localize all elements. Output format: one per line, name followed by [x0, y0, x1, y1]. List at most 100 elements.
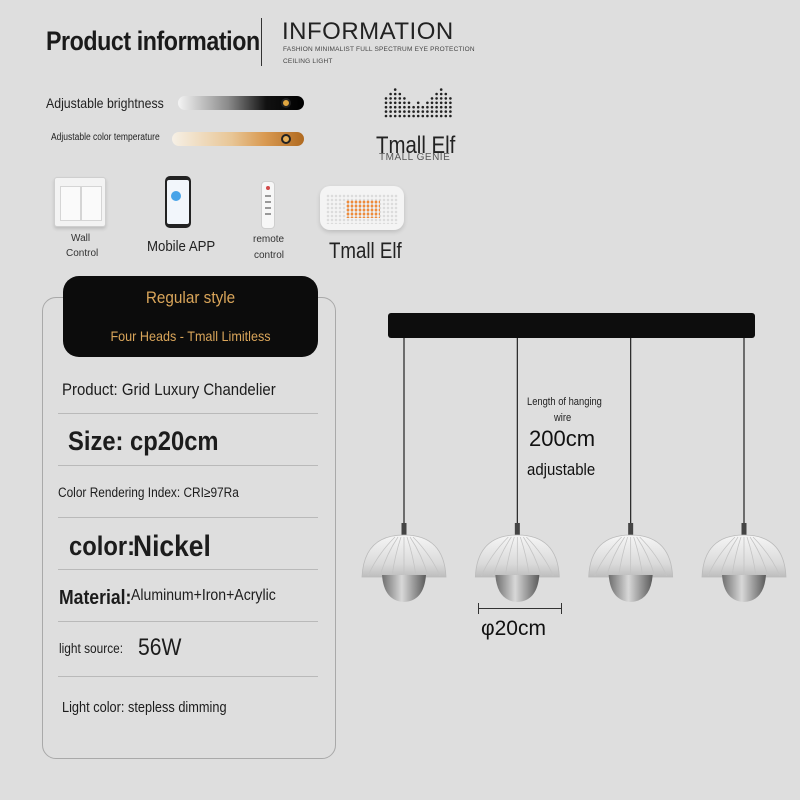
- nickel-cup: [382, 575, 426, 602]
- sound-wave-dot: [444, 114, 448, 118]
- wire-length-value: 200cm: [529, 426, 596, 451]
- sound-wave-dot: [449, 110, 452, 113]
- shade-rib: [746, 536, 757, 577]
- info-heading: INFORMATION: [282, 18, 454, 45]
- sound-wave-dot: [403, 105, 406, 109]
- sound-wave-dot: [389, 101, 392, 105]
- sound-wave-dot: [435, 105, 438, 109]
- sound-wave-dot: [393, 97, 397, 100]
- sound-wave-dot: [439, 92, 443, 96]
- sound-wave-dot: [403, 110, 406, 113]
- color-temperature-label: Adjustable color temperature: [51, 132, 160, 143]
- spec-material-value: Aluminum+Iron+Acrylic: [131, 587, 276, 604]
- sound-wave-dot: [449, 105, 452, 109]
- pendant-head: [701, 338, 787, 602]
- spec-light-source-label: light source:: [59, 641, 124, 656]
- sound-wave-dot: [407, 105, 411, 109]
- sound-wave-dot: [403, 114, 406, 118]
- sound-wave-dot: [435, 97, 438, 100]
- sound-wave-dot: [435, 114, 438, 118]
- sound-wave-dot: [393, 88, 397, 91]
- brightness-slider[interactable]: [178, 96, 304, 110]
- shade-rib: [633, 536, 644, 577]
- sound-wave-dot: [439, 114, 443, 118]
- style-variant: Four Heads - Tmall Limitless: [110, 328, 271, 344]
- header-divider: [261, 18, 262, 66]
- sound-wave-dot: [416, 105, 420, 109]
- shade-rib: [406, 536, 417, 577]
- info-subtitle-line-2: CEILING LIGHT: [283, 58, 333, 65]
- sound-wave-dot: [393, 114, 397, 118]
- spec-color-value: Nickel: [133, 530, 211, 563]
- shade-rib: [639, 536, 668, 577]
- sound-wave-dot: [384, 97, 388, 100]
- shade-rib: [731, 536, 742, 577]
- shade-rib: [618, 536, 629, 577]
- pendant-head: [474, 338, 560, 602]
- wire-length-label-line-1: Length of hanging: [527, 396, 602, 408]
- sound-wave-dot: [384, 110, 388, 113]
- sound-wave-dot: [430, 105, 434, 109]
- color-temperature-slider[interactable]: [172, 132, 304, 146]
- sound-wave-dot: [421, 105, 425, 109]
- sound-wave-dot: [439, 105, 443, 109]
- diameter-tick-left: [478, 603, 479, 614]
- nickel-cup: [608, 575, 653, 602]
- sound-wave-dot: [416, 110, 420, 113]
- pendant-cap: [514, 523, 520, 535]
- sound-wave-dot: [398, 110, 402, 113]
- info-subtitle-line-1: FASHION MINIMALIST FULL SPECTRUM EYE PRO…: [283, 46, 475, 53]
- spec-product: Product: Grid Luxury Chandelier: [62, 380, 276, 399]
- sound-wave-dot: [412, 105, 415, 109]
- sound-wave-dot: [435, 110, 438, 113]
- sound-wave-dot: [393, 92, 397, 96]
- sound-wave-dot: [426, 110, 429, 113]
- sound-wave-dot: [439, 97, 443, 100]
- shade-rib: [492, 536, 512, 577]
- nickel-cup: [495, 575, 540, 602]
- spec-divider: [58, 413, 318, 414]
- shade-rib: [636, 536, 656, 577]
- spec-light-source-value: 56W: [138, 634, 182, 661]
- color-temperature-slider-knob[interactable]: [280, 134, 291, 144]
- spec-material-label: Material:: [59, 587, 132, 609]
- remote-icon: [261, 181, 275, 229]
- sound-wave-dot: [398, 105, 402, 109]
- brightness-slider-knob[interactable]: [281, 98, 292, 108]
- remote-control-label-line-2: control: [254, 250, 285, 261]
- sound-wave-dot: [384, 114, 388, 118]
- sound-wave-dot: [449, 101, 452, 105]
- pendant-cap: [401, 523, 407, 535]
- shade-rib: [719, 536, 739, 577]
- shade-rib: [412, 536, 441, 577]
- sound-wave-dot: [444, 105, 448, 109]
- sound-wave-dot: [444, 97, 448, 100]
- nickel-cup: [722, 575, 766, 602]
- sound-wave-dot: [393, 105, 397, 109]
- sound-wave-dot: [430, 101, 434, 105]
- sound-wave-dot: [426, 101, 429, 105]
- sound-wave-dot: [389, 97, 392, 100]
- diameter-tick-right: [561, 603, 562, 614]
- chandelier-heads: [361, 338, 787, 602]
- sound-wave-dot: [412, 110, 415, 113]
- shade-rib: [526, 536, 554, 577]
- phone-screen: [167, 180, 189, 224]
- app-dot: [171, 191, 181, 201]
- wall-switch-icon: [54, 177, 106, 227]
- mobile-app-label: Mobile APP: [147, 238, 216, 255]
- sound-wave-dot: [389, 105, 392, 109]
- sound-wave-dot: [435, 101, 438, 105]
- shade-rib: [523, 536, 542, 577]
- tmall-elf-label: Tmall Elf: [329, 238, 402, 263]
- sound-wave-dot: [416, 101, 420, 105]
- pendant-cap: [628, 523, 634, 535]
- shade-rib: [749, 536, 769, 577]
- sound-wave-dot: [444, 101, 448, 105]
- phone-icon: [165, 176, 191, 228]
- chandelier-illustration: [361, 313, 787, 602]
- sound-wave-dot: [426, 105, 429, 109]
- diameter-dimension-line: [478, 608, 562, 609]
- diameter-label: φ20cm: [481, 617, 546, 640]
- switch-pad-left: [60, 186, 81, 221]
